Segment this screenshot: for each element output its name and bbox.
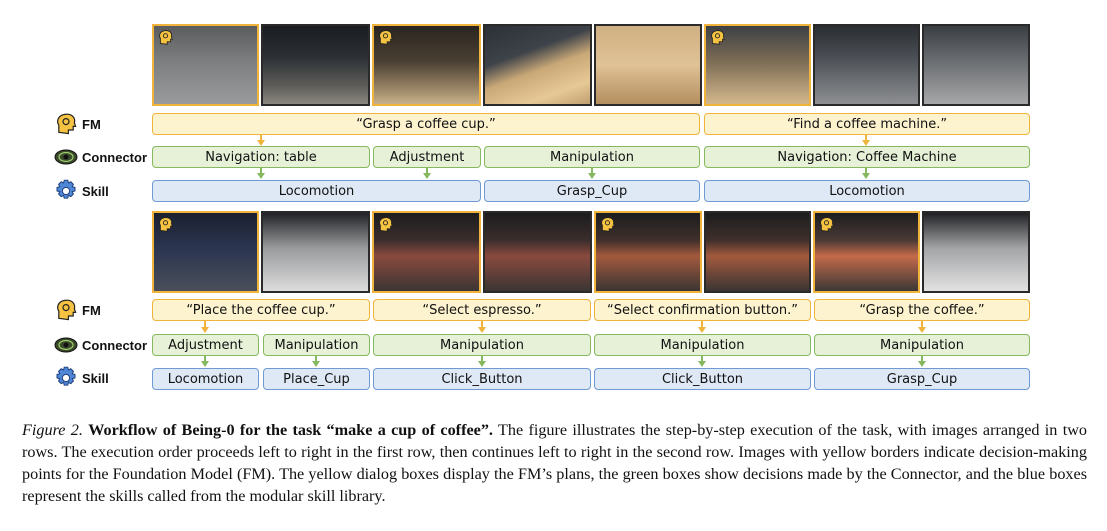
- row1-skill-label: Skill: [54, 178, 109, 204]
- r2-skill-box-5: Grasp_Cup: [814, 368, 1030, 390]
- r2-fm-box-4: “Grasp the coffee.”: [814, 299, 1030, 321]
- r2-skill-box-3: Click_Button: [373, 368, 591, 390]
- fm-head-icon: [54, 112, 78, 136]
- r2-fm-box-2: “Select espresso.”: [373, 299, 591, 321]
- r2-fm-box-1: “Place the coffee cup.”: [152, 299, 370, 321]
- fm-head-icon: [377, 216, 394, 233]
- photo-r2-7: [813, 211, 920, 293]
- fm-head-icon: [818, 216, 835, 233]
- photo-r2-1: [152, 211, 259, 293]
- photo-r1-1: [152, 24, 259, 106]
- r1-skill-box-2: Grasp_Cup: [484, 180, 700, 202]
- photo-r1-4: [483, 24, 592, 106]
- fm-head-icon: [709, 29, 726, 46]
- r1-connector-box-4: Navigation: Coffee Machine: [704, 146, 1030, 168]
- fm-head-icon: [157, 29, 174, 46]
- r2-skill-box-1: Locomotion: [152, 368, 259, 390]
- r2-connector-box-1: Adjustment: [152, 334, 259, 356]
- r2-skill-box-2: Place_Cup: [263, 368, 370, 390]
- r1-skill-box-3: Locomotion: [704, 180, 1030, 202]
- r1-connector-box-3: Manipulation: [484, 146, 700, 168]
- r1-skill-box-1: Locomotion: [152, 180, 481, 202]
- fm-label: FM: [82, 117, 101, 132]
- connector-label: Connector: [82, 150, 147, 165]
- figure-title: Workflow of Being-0 for the task “make a…: [88, 421, 493, 439]
- photo-r1-5: [594, 24, 702, 106]
- fm-head-icon: [157, 216, 174, 233]
- r2-connector-box-5: Manipulation: [814, 334, 1030, 356]
- photo-r1-6: [704, 24, 811, 106]
- r2-fm-box-3: “Select confirmation button.”: [594, 299, 811, 321]
- figure-caption: Figure 2. Workflow of Being-0 for the ta…: [22, 419, 1087, 507]
- photo-r2-8: [922, 211, 1030, 293]
- photo-r2-3: [372, 211, 481, 293]
- skill-gear-icon: [54, 179, 78, 203]
- photo-r2-5: [594, 211, 702, 293]
- row1-connector-label: Connector: [54, 144, 147, 170]
- row2-fm-label: FM: [54, 297, 101, 323]
- photo-r2-2: [261, 211, 370, 293]
- row2-connector-label: Connector: [54, 332, 147, 358]
- r1-connector-box-2: Adjustment: [373, 146, 481, 168]
- r2-skill-box-4: Click_Button: [594, 368, 811, 390]
- connector-eye-icon: [54, 148, 78, 166]
- r2-connector-box-4: Manipulation: [594, 334, 811, 356]
- connector-label: Connector: [82, 338, 147, 353]
- row2-skill-label: Skill: [54, 365, 109, 391]
- r2-connector-box-2: Manipulation: [263, 334, 370, 356]
- r1-fm-box-1: “Grasp a coffee cup.”: [152, 113, 700, 135]
- fm-head-icon: [377, 29, 394, 46]
- skill-label: Skill: [82, 184, 109, 199]
- r1-connector-box-1: Navigation: table: [152, 146, 370, 168]
- skill-gear-icon: [54, 366, 78, 390]
- r2-connector-box-3: Manipulation: [373, 334, 591, 356]
- connector-eye-icon: [54, 336, 78, 354]
- fm-head-icon: [599, 216, 616, 233]
- photo-r1-2: [261, 24, 370, 106]
- photo-r1-8: [922, 24, 1030, 106]
- photo-r2-4: [483, 211, 592, 293]
- photo-r1-7: [813, 24, 920, 106]
- fm-label: FM: [82, 303, 101, 318]
- fm-head-icon: [54, 298, 78, 322]
- photo-r2-6: [704, 211, 811, 293]
- row1-fm-label: FM: [54, 111, 101, 137]
- r1-fm-box-2: “Find a coffee machine.”: [704, 113, 1030, 135]
- photo-r1-3: [372, 24, 481, 106]
- figure-label: Figure 2.: [22, 421, 83, 439]
- skill-label: Skill: [82, 371, 109, 386]
